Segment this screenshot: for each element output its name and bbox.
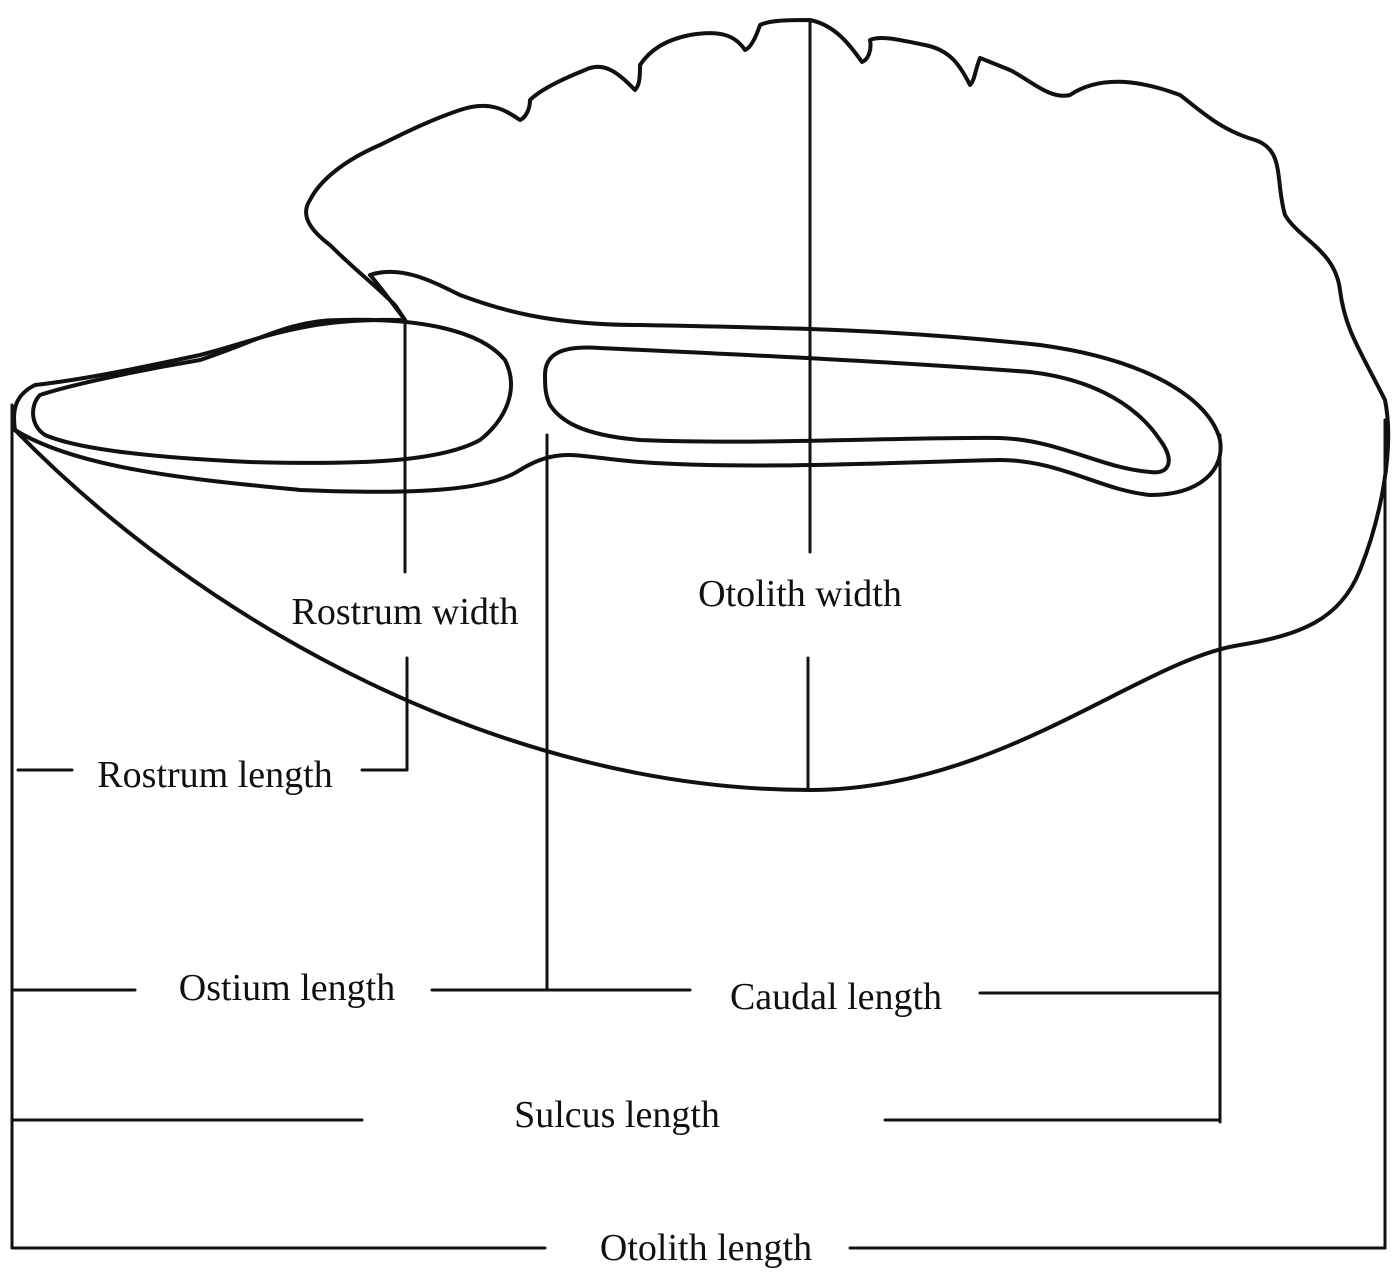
ostium-length-label: Ostium length <box>178 967 396 1009</box>
otolith-outline <box>13 18 1391 792</box>
ostium-inner-outline <box>31 317 513 465</box>
rostrum-width-label: Rostrum width <box>291 591 519 633</box>
sulcus-length-label: Sulcus length <box>514 1094 720 1136</box>
cauda-inner-outline <box>543 345 1171 475</box>
rostrum-length-label: Rostrum length <box>97 754 333 796</box>
measurement-lines <box>10 18 1387 1250</box>
otolith-length-label: Otolith length <box>599 1227 813 1269</box>
sulcus-outer-outline <box>12 269 1223 497</box>
caudal-length-label: Caudal length <box>729 976 943 1018</box>
otolith-width-label: Otolith width <box>698 573 902 615</box>
